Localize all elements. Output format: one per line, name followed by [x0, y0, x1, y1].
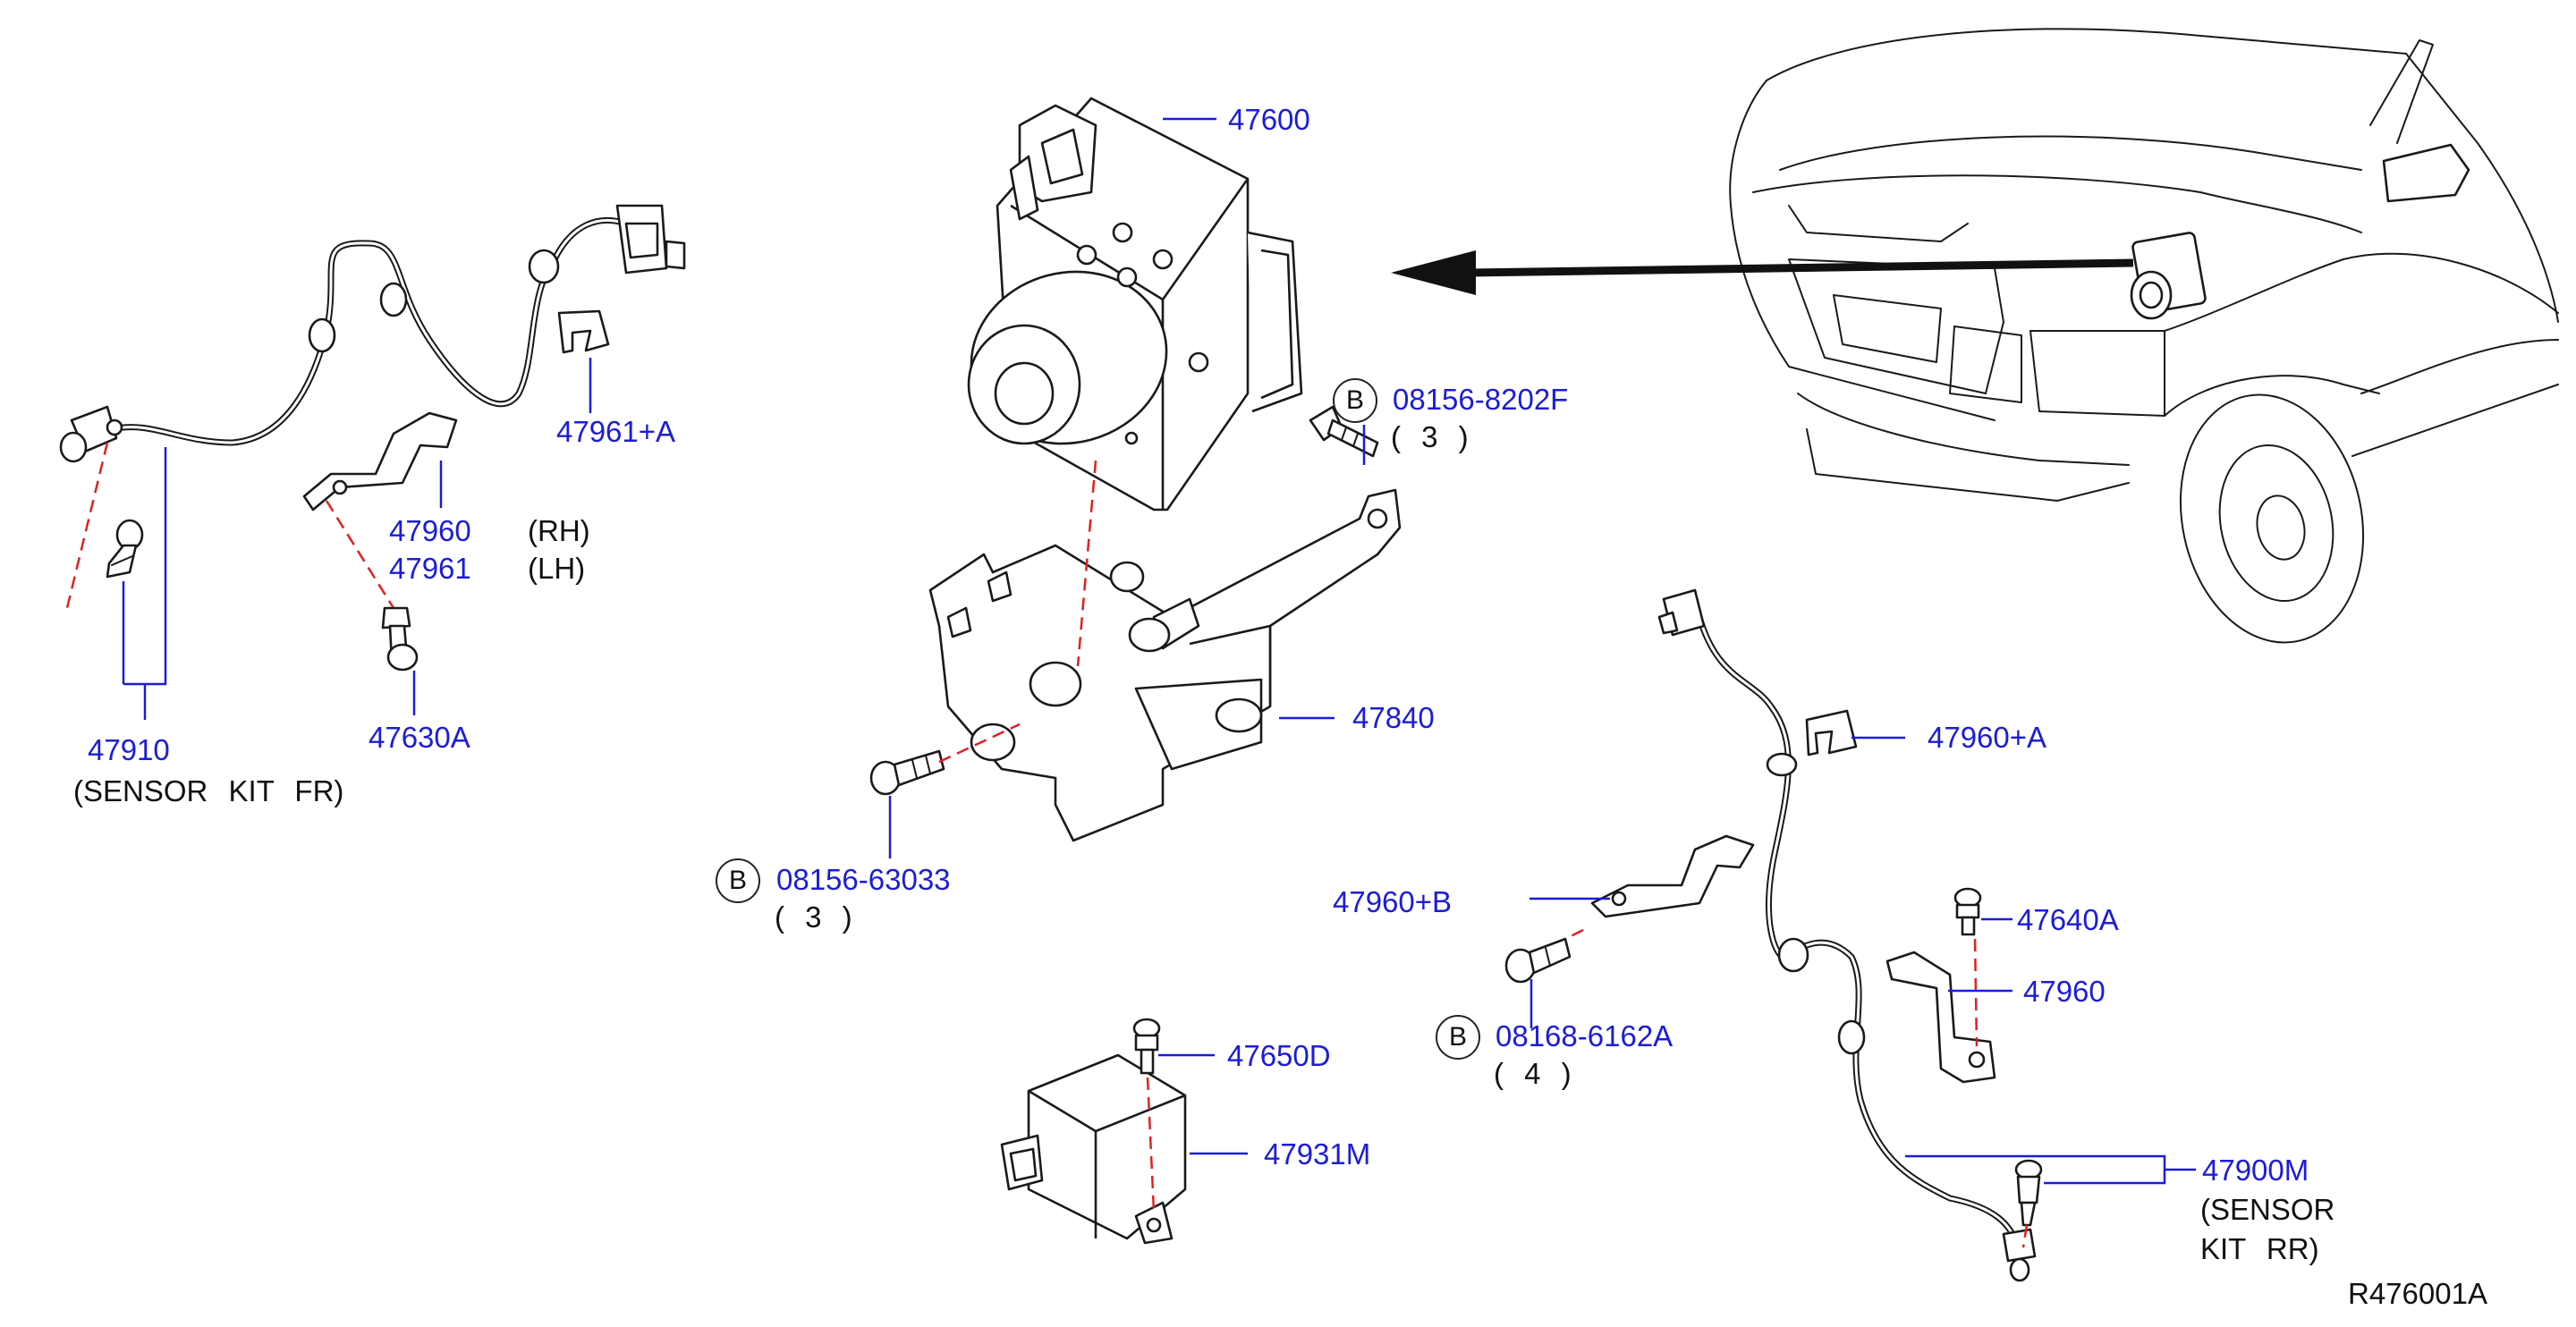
bracket-fr-icon	[302, 411, 458, 511]
bracket-rr-icon	[1885, 951, 1996, 1084]
abs-actuator	[967, 97, 1303, 511]
label-bolt-top: 08156-8202F	[1393, 383, 1569, 416]
bolt-rr-icon	[1953, 887, 1982, 936]
bolt-rr-mid-icon	[1504, 937, 1572, 984]
label-sensor-kit-fr: 47910	[88, 733, 170, 766]
bolt-marker-top: B	[1333, 378, 1377, 423]
label-bracket-lh-side: (LH)	[528, 552, 586, 585]
label-bracket-rh-side: (RH)	[528, 514, 590, 547]
bolt-g-sensor-icon	[1132, 1018, 1161, 1075]
label-bracket-lh: 47961	[389, 552, 471, 585]
label-sensor-kit-rr-desc2: KIT RR)	[2200, 1232, 2319, 1265]
label-bolt-bottom-qty: ( 3 )	[775, 900, 852, 934]
rear-sensor-kit	[1657, 588, 2037, 1282]
bolt-fr-bracket-icon	[381, 606, 419, 672]
label-clip-rr-b: 47960+B	[1333, 885, 1453, 918]
label-bolt-fr: 47630A	[369, 721, 470, 754]
vehicle-outline	[1729, 28, 2559, 644]
front-sensor-kit	[59, 204, 686, 463]
label-bracket-actuator: 47840	[1352, 701, 1435, 734]
label-bracket-rr: 47960	[2023, 975, 2106, 1008]
label-sensor-kit-rr: 47900M	[2202, 1154, 2309, 1187]
label-sensor-kit-fr-desc: (SENSOR KIT FR)	[73, 774, 344, 807]
label-bolt-top-qty: ( 3 )	[1391, 420, 1469, 453]
figure-code: R476001A	[2348, 1277, 2487, 1310]
bolt-rr-sensor-icon	[2014, 1159, 2043, 1227]
label-bolt-sensor: 47650D	[1227, 1039, 1331, 1072]
location-arrow	[1391, 250, 2134, 295]
bolt-marker-mid: B	[1436, 1015, 1480, 1060]
bracket-rr-b-icon	[1590, 834, 1755, 918]
g-sensor	[1000, 1053, 1187, 1245]
bolt-fr-sensor-icon	[106, 519, 144, 579]
label-g-sensor: 47931M	[1264, 1137, 1371, 1171]
label-bolt-mid: 08168-6162A	[1496, 1019, 1674, 1052]
label-sensor-clip-fr: 47961+A	[556, 415, 676, 448]
actuator-bracket	[928, 488, 1402, 842]
label-sensor-kit-rr-desc1: (SENSOR	[2200, 1193, 2335, 1226]
label-bolt-rr: 47640A	[2017, 903, 2119, 936]
label-bolt-bottom: 08156-63033	[776, 863, 951, 896]
label-bracket-rh: 47960	[389, 514, 471, 547]
label-bolt-mid-qty: ( 4 )	[1494, 1057, 1572, 1090]
clip-rr-a-icon	[1805, 709, 1858, 756]
label-clip-rr-a: 47960+A	[1928, 721, 2047, 754]
bolt-bottom-icon	[869, 749, 945, 796]
label-abs-actuator: 47600	[1228, 103, 1310, 136]
clip-fr-icon	[557, 309, 610, 354]
bolt-marker-bottom: B	[716, 858, 760, 903]
